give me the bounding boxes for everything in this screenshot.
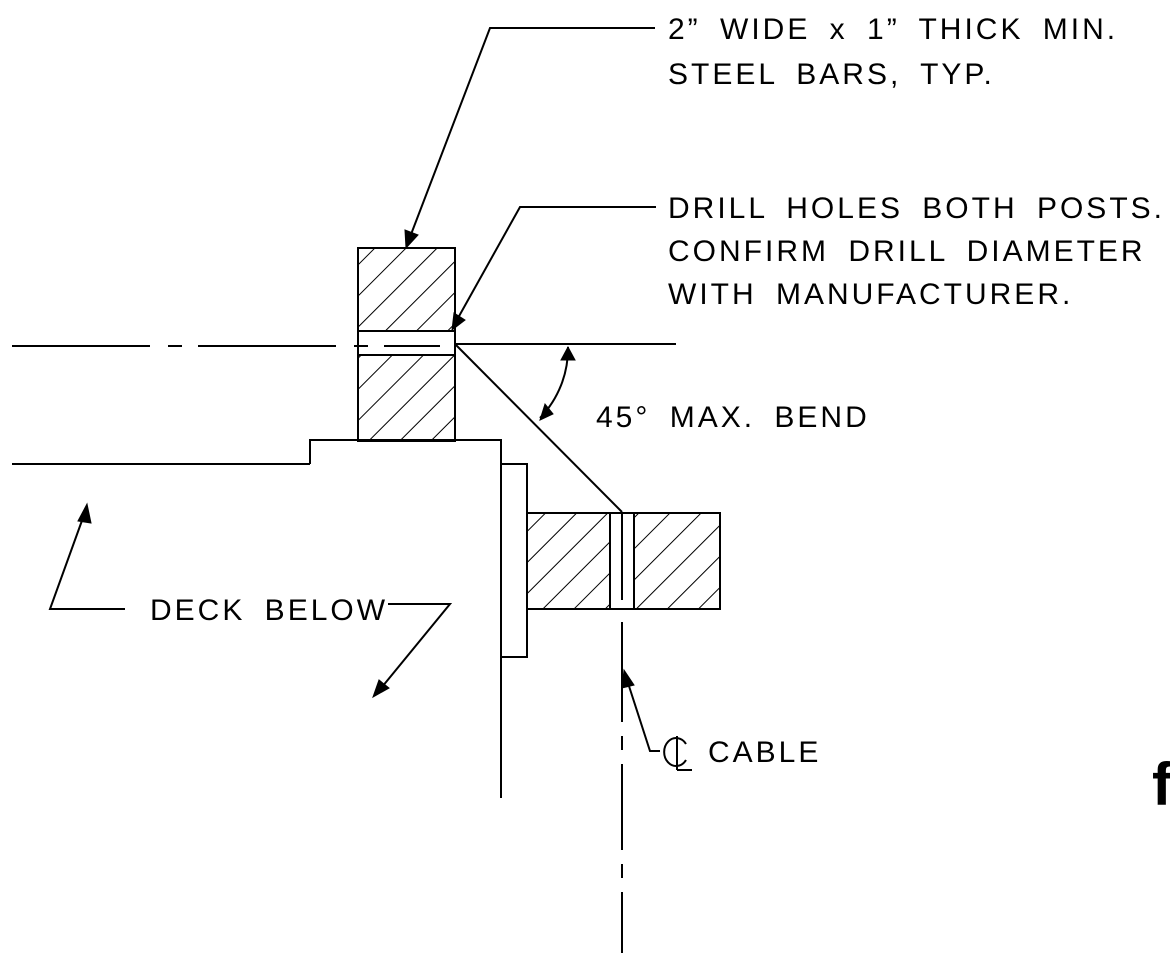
arrowhead-icon	[451, 312, 466, 332]
side-post	[526, 512, 721, 610]
top-plate	[309, 439, 502, 798]
side-plate	[501, 463, 528, 658]
cable-bend-line	[454, 343, 623, 513]
drill-label-line1: DRILL HOLES BOTH POSTS.	[668, 192, 1165, 225]
horizontal-centerline	[12, 343, 676, 347]
drill-holes-leader	[457, 206, 656, 319]
arrowhead-icon	[404, 229, 419, 250]
upper-post-hole	[357, 330, 456, 356]
cable-label: CABLE	[708, 736, 821, 769]
steel-bars-label-line2: STEEL BARS, TYP.	[668, 58, 995, 91]
deck-below-label: DECK BELOW	[150, 594, 388, 627]
bend-label: 45° MAX. BEND	[596, 401, 870, 434]
arrowhead-icon	[621, 668, 635, 689]
arrowhead-icon	[372, 679, 390, 699]
deck-below-leader-right	[381, 603, 453, 688]
arrowhead-icon	[539, 402, 554, 421]
upper-post	[357, 247, 456, 442]
steel-bars-label-line1: 2” WIDE x 1” THICK MIN.	[668, 13, 1118, 46]
centerline-icon	[663, 736, 692, 771]
deck-below-leader-left	[48, 514, 125, 610]
arrowhead-icon	[560, 345, 576, 361]
partial-mark: f	[1152, 751, 1170, 818]
arrowhead-icon	[77, 502, 92, 524]
deck-structure	[12, 439, 528, 798]
drill-label-line2: CONFIRM DRILL DIAMETER	[668, 235, 1146, 268]
drill-label-line3: WITH MANUFACTURER.	[668, 278, 1073, 311]
steel-bars-leader	[409, 27, 655, 238]
cable-leader	[627, 682, 660, 752]
